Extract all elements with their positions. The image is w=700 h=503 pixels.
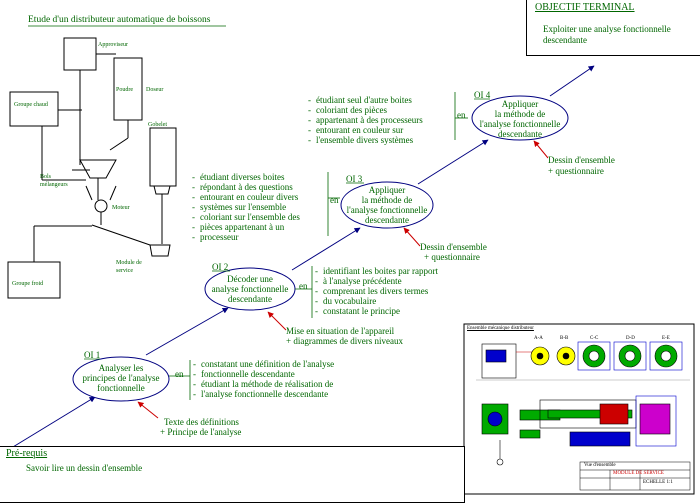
- oi1-means-cont: l'analyse fonctionnelle descendante: [193, 389, 334, 399]
- oi1-id: OI 1: [84, 350, 101, 360]
- drawing-title-block-2: MODULE DE SERVICE: [613, 471, 664, 476]
- oi2-en: en: [299, 281, 308, 291]
- oi2-id: OI 2: [212, 262, 229, 272]
- oi4-id: OI 4: [474, 90, 491, 100]
- oi4-means-item: étudiant seul d'autre boites: [308, 95, 423, 105]
- oi1-means-item: étudiant la méthode de réalisation de: [193, 379, 334, 389]
- drawing-section-label: C-C: [590, 336, 599, 341]
- oi2-means-item: identifiant les boites par rapport: [315, 266, 438, 276]
- oi1-support-2: + Principe de l'analyse: [160, 427, 242, 437]
- drawing-section-label: B-B: [560, 336, 569, 341]
- oi3-means-item: répondant à des questions: [192, 182, 300, 192]
- oi3-means-item: entourant en couleur divers: [192, 192, 300, 202]
- objective-line-2: descendante: [543, 35, 587, 45]
- oi3-bubble-line: Appliquer: [368, 185, 406, 195]
- prerequis-heading: Pré-requis: [6, 448, 48, 459]
- prerequis-text: Savoir lire un dessin d'ensemble: [26, 463, 143, 473]
- oi2-bubble-line: analyse fonctionnelle: [211, 284, 289, 294]
- label-bols-2: mélangeurs: [40, 182, 68, 188]
- oi3-means-cont: pièces appartenant à un: [192, 222, 300, 232]
- oi3-en: en: [330, 195, 339, 205]
- label-groupe-froid: Groupe froid: [12, 281, 44, 287]
- bubble-oi1: [72, 356, 170, 402]
- oi4-means-item: coloriant des pièces: [308, 105, 423, 115]
- en-brackets: [169, 92, 468, 400]
- oi1-means: constatant une définition de l'analyse f…: [193, 359, 334, 399]
- oi4-support-2: + questionnaire: [548, 166, 604, 176]
- oi3-means: étudiant diverses boites répondant à des…: [192, 172, 300, 242]
- oi3-bubble-line: l'analyse fonctionnelle: [346, 205, 428, 215]
- drawing-title-block-3: ECHELLE 1:1: [643, 480, 673, 485]
- drawing-section-label: E-E: [662, 336, 670, 341]
- oi2-means-item: constatant le principe: [315, 306, 438, 316]
- machine-sketch: [7, 37, 177, 299]
- objective-heading: OBJECTIF TERMINAL: [535, 2, 635, 13]
- oi3-bubble-text: Appliquer la méthode de l'analyse foncti…: [341, 185, 433, 225]
- prerequis-box: Pré-requis Savoir lire un dessin d'ensem…: [0, 446, 465, 503]
- label-groupe-chaud: Groupe chaud: [14, 102, 48, 108]
- oi2-support-2: + diagrammes de divers niveaux: [286, 336, 404, 346]
- oi1-en: en: [175, 369, 184, 379]
- label-module-2: service: [116, 268, 133, 274]
- objective-box: OBJECTIF TERMINAL Exploiter une analyse …: [526, 0, 700, 56]
- drawing-section-label: A-A: [534, 336, 543, 341]
- drawing-section-label: D-D: [626, 336, 635, 341]
- objective-bubbles: [72, 95, 569, 402]
- oi2-bubble-line: descendante: [228, 294, 272, 304]
- oi3-means-item: coloriant sur l'ensemble des: [192, 212, 300, 222]
- oi4-bubble-line: descendante: [498, 129, 542, 139]
- label-doseur: Doseur: [146, 87, 164, 93]
- oi4-means-cont: l'ensemble divers systèmes: [308, 135, 423, 145]
- oi2-means-item: comprenant les divers termes: [315, 286, 438, 296]
- oi4-support-1: Dessin d'ensemble: [548, 155, 615, 165]
- oi3-support-1: Dessin d'ensemble: [420, 242, 487, 252]
- oi2-bubble-line: Décoder une: [227, 274, 273, 284]
- oi1-support-1: Texte des définitions: [164, 417, 239, 427]
- oi3-support-2: + questionnaire: [424, 252, 480, 262]
- oi3-id: OI 3: [346, 174, 363, 184]
- oi3-means-cont: processeur: [192, 232, 300, 242]
- label-module-1: Module de: [116, 260, 142, 266]
- oi1-means-cont: fonctionnelle descendante: [193, 369, 334, 379]
- oi1-bubble-line: fonctionnelle: [97, 383, 145, 393]
- label-moteur: Moteur: [112, 205, 130, 211]
- oi4-bubble-line: la méthode de: [494, 109, 546, 119]
- drawing-title-block-1: Vue d'ensemble: [584, 463, 616, 468]
- label-poudre: Poudre: [116, 87, 133, 93]
- oi3-means-cont: systèmes sur l'ensemble: [192, 202, 300, 212]
- oi4-means-cont: appartenant à des processeurs: [308, 115, 423, 125]
- drawing-header: Ensemble mécanique distributeur: [467, 326, 534, 331]
- bubble-oi4: [471, 95, 569, 141]
- oi2-means-cont: du vocabulaire: [315, 296, 438, 306]
- oi1-bubble-text: Analyser les principes de l'analyse fonc…: [73, 363, 169, 393]
- oi3-bubble-line: la méthode de: [361, 195, 413, 205]
- oi2-means-cont: à l'analyse précédente: [315, 276, 438, 286]
- label-bols-1: Bols: [40, 174, 52, 180]
- oi4-bubble-line: Appliquer: [501, 99, 539, 109]
- objective-line-1: Exploiter une analyse fonctionnelle: [543, 24, 671, 34]
- oi3-bubble-line: descendante: [365, 215, 409, 225]
- oi2-bubble-text: Décoder une analyse fonctionnelle descen…: [205, 274, 295, 304]
- technical-drawing: [463, 323, 695, 495]
- progression-arrows: [7, 65, 595, 451]
- oi1-means-item: constatant une définition de l'analyse: [193, 359, 334, 369]
- oi4-means: étudiant seul d'autre boites coloriant d…: [308, 95, 423, 145]
- oi1-bubble-line: principes de l'analyse: [82, 373, 160, 383]
- oi4-means-item: entourant en couleur sur: [308, 125, 423, 135]
- oi2-support-1: Mise en situation de l'appareil: [286, 326, 395, 336]
- page-title: Etude d'un distributeur automatique de b…: [28, 15, 211, 25]
- label-gobelet: Gobelet: [148, 122, 167, 128]
- oi2-means: identifiant les boites par rapport à l'a…: [315, 266, 438, 316]
- oi4-bubble-text: Appliquer la méthode de l'analyse foncti…: [472, 99, 568, 139]
- label-approvisionneur: Approviseur: [98, 42, 128, 48]
- oi1-bubble-line: Analyser les: [98, 363, 144, 373]
- oi4-bubble-line: l'analyse fonctionnelle: [479, 119, 561, 129]
- support-arrows: [137, 140, 549, 419]
- bubble-oi3: [340, 181, 434, 229]
- oi4-en: en: [457, 110, 466, 120]
- oi3-means-item: étudiant diverses boites: [192, 172, 300, 182]
